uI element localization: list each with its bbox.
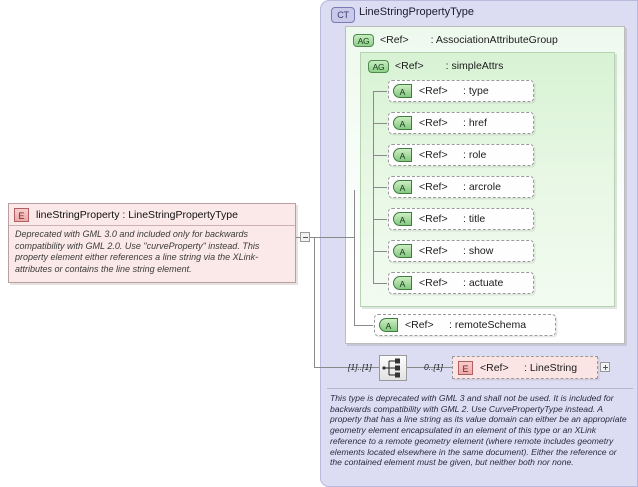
connector-attr-branch-actuate	[373, 283, 387, 284]
element-badge: E	[14, 207, 29, 222]
attribute-name: : show	[463, 245, 494, 257]
element-ref: <Ref>	[480, 361, 509, 374]
attribute-badge: A	[393, 212, 412, 226]
element-box-documentation: Deprecated with GML 3.0 and included onl…	[15, 229, 260, 274]
attribute-name: : href	[463, 117, 487, 129]
connector-attr-branch-href	[373, 123, 387, 124]
attribute-name: : actuate	[463, 277, 504, 289]
attribute-row-remoteschema[interactable]: A <Ref> : remoteSchema	[374, 314, 556, 336]
connector-attr-spine	[373, 91, 374, 190]
attribute-group-ref: <Ref>	[380, 34, 409, 46]
cardinality-right: 0..[1]	[424, 362, 443, 372]
element-box-title: lineStringProperty : LineStringPropertyT…	[36, 208, 238, 221]
complex-type-documentation: This type is deprecated with GML 3 and s…	[330, 393, 627, 468]
expand-linestring-button[interactable]	[600, 362, 610, 372]
connector-to-sequence	[314, 367, 379, 368]
element-name: : LineString	[524, 361, 578, 374]
attribute-row-type[interactable]: A <Ref> : type	[388, 80, 534, 102]
attribute-ref: <Ref>	[419, 181, 448, 193]
attribute-group-badge: AG	[353, 33, 374, 47]
attribute-row-title[interactable]: A <Ref> : title	[388, 208, 534, 230]
element-box-linestringproperty[interactable]: E lineStringProperty : LineStringPropert…	[8, 203, 296, 283]
attribute-name: : remoteSchema	[449, 319, 527, 331]
attribute-badge: A	[393, 84, 412, 98]
element-row-linestring[interactable]: E <Ref> : LineString	[452, 356, 598, 379]
sequence-icon[interactable]	[379, 355, 407, 381]
attribute-name: : role	[463, 149, 487, 161]
attribute-name: : arcrole	[463, 181, 501, 193]
sequence-glyph	[382, 358, 400, 378]
attribute-group-badge: AG	[368, 59, 389, 73]
attribute-name: : type	[463, 85, 489, 97]
attribute-ref: <Ref>	[419, 149, 448, 161]
attribute-group-row-association[interactable]: AG <Ref> : AssociationAttributeGroup	[353, 32, 558, 48]
attribute-badge: A	[393, 276, 412, 290]
element-box-header: E lineStringProperty : LineStringPropert…	[9, 204, 295, 226]
connector-to-remoteschema	[354, 325, 373, 326]
complex-type-title: LineStringPropertyType	[359, 6, 474, 18]
attribute-ref: <Ref>	[419, 245, 448, 257]
connector-trunk-lead	[314, 237, 354, 238]
attribute-ref: <Ref>	[419, 117, 448, 129]
connector-attr-branch-type	[373, 91, 387, 92]
element-badge: E	[458, 360, 473, 375]
attribute-group-name: : simpleAttrs	[445, 60, 504, 72]
attribute-ref: <Ref>	[419, 213, 448, 225]
attribute-badge: A	[379, 318, 398, 332]
connector-trunk-main	[314, 237, 315, 367]
attribute-badge: A	[393, 116, 412, 130]
connector-attr-branch-show	[373, 251, 387, 252]
attribute-badge: A	[393, 148, 412, 162]
connector-attr-branch-title	[373, 219, 387, 220]
attribute-badge: A	[393, 180, 412, 194]
attribute-row-arcrole[interactable]: A <Ref> : arcrole	[388, 176, 534, 198]
attribute-group-ref: <Ref>	[395, 60, 424, 72]
attribute-badge: A	[393, 244, 412, 258]
attribute-group-name: : AssociationAttributeGroup	[430, 34, 558, 46]
attribute-row-href[interactable]: A <Ref> : href	[388, 112, 534, 134]
attribute-group-row-simpleattrs[interactable]: AG <Ref> : simpleAttrs	[368, 58, 503, 74]
connector-attr-branch-arcrole	[373, 187, 387, 188]
collapse-element-button[interactable]	[300, 232, 310, 242]
attribute-row-show[interactable]: A <Ref> : show	[388, 240, 534, 262]
connector-attr-spine-lower	[373, 187, 374, 283]
cardinality-left: [1]..[1]	[348, 362, 372, 372]
attribute-row-actuate[interactable]: A <Ref> : actuate	[388, 272, 534, 294]
documentation-separator	[327, 388, 633, 389]
connector-attr-branch-role	[373, 155, 387, 156]
attribute-row-role[interactable]: A <Ref> : role	[388, 144, 534, 166]
connector-sequence-to-linestring	[407, 367, 452, 368]
attribute-ref: <Ref>	[405, 319, 434, 331]
connector-trunk-group	[354, 190, 355, 325]
attribute-ref: <Ref>	[419, 277, 448, 289]
attribute-ref: <Ref>	[419, 85, 448, 97]
complex-type-badge: CT	[331, 7, 355, 23]
attribute-name: : title	[463, 213, 486, 225]
